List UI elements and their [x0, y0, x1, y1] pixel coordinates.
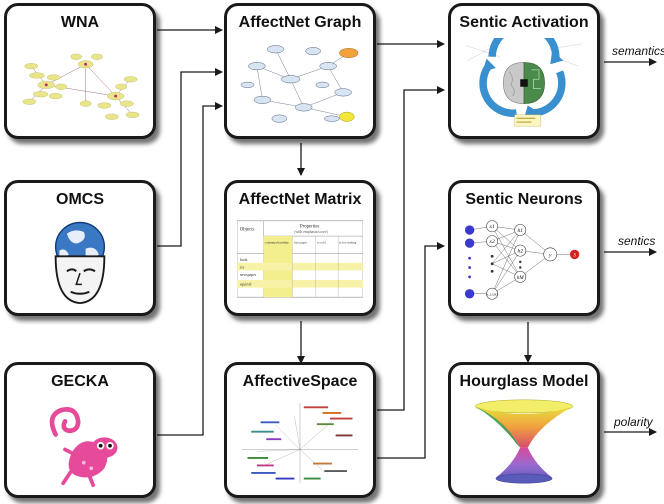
matrix-row-4: squirrel [240, 283, 252, 287]
affectnet-graph-box: AffectNet Graph [224, 3, 376, 139]
sentic-neurons-title: Sentic Neurons [465, 191, 583, 208]
affectnet-graph-title: AffectNet Graph [238, 14, 362, 31]
sentics-output-label: sentics [618, 234, 656, 248]
affective-space-scatter [237, 397, 363, 487]
omcs-logo [17, 215, 143, 305]
matrix-row-1: book [240, 258, 248, 262]
neuron-label-x1: x1 [488, 224, 494, 230]
matrix-col-3: is cold [317, 241, 326, 245]
omcs-title: OMCS [56, 191, 104, 208]
sentic-activation-title: Sentic Activation [459, 14, 589, 31]
neuron-label-h1: h1 [517, 228, 523, 234]
affectnet-matrix-table: Objects Properties (with emphasis/score)… [237, 219, 363, 299]
neuron-label-h2: h2 [517, 249, 523, 255]
gecka-box: GECKA [4, 362, 156, 498]
affectnet-matrix-title: AffectNet Matrix [238, 191, 362, 208]
sentic-activation-image [461, 38, 587, 128]
neuron-label-result: S [573, 253, 576, 258]
affectnet-matrix-box: AffectNet Matrix Objects Properties (wit… [224, 180, 376, 316]
hourglass-model-title: Hourglass Model [459, 373, 589, 390]
arrow-gecka-to-graph [157, 102, 223, 436]
wna-title: WNA [60, 14, 100, 31]
hourglass-model-image [461, 397, 587, 487]
arrow-omcs-to-graph [157, 68, 223, 247]
omcs-box: OMCS [4, 180, 156, 316]
neuron-label-bias: x_{128} [486, 293, 499, 297]
neuron-label-x2: x2 [488, 239, 494, 245]
sentic-activation-box: Sentic Activation [448, 3, 600, 139]
matrix-header-properties: Properties [300, 225, 319, 230]
wna-network-image [17, 38, 143, 128]
semantics-output-label: semantics [612, 44, 664, 58]
matrix-subheader: (with emphasis/score) [294, 230, 328, 234]
gecka-logo [17, 397, 143, 487]
matrix-row-3: newspaper [240, 273, 257, 277]
matrix-col-2: has pages [294, 241, 307, 245]
matrix-row-2: ice [240, 266, 245, 270]
polarity-output-label: polarity [614, 415, 653, 429]
gecka-title: GECKA [51, 373, 109, 390]
wna-box: WNA [4, 3, 156, 139]
neuron-label-y: y [548, 252, 552, 258]
hourglass-model-box: Hourglass Model [448, 362, 600, 498]
matrix-col-1: contempt/hardship [265, 241, 289, 245]
affectnet-graph-image [237, 38, 363, 128]
affective-space-box: AffectiveSpace [224, 362, 376, 498]
sentic-neurons-box: Sentic Neurons [448, 180, 600, 316]
matrix-header-objects: Objects [240, 227, 255, 232]
affective-space-title: AffectiveSpace [242, 373, 358, 390]
neuron-label-hM: hM [517, 275, 525, 281]
sentic-neurons-diagram: x1 x2 x_{128} h1 h2 hM y S [461, 215, 587, 305]
matrix-col-4: is for reading [339, 241, 357, 245]
arrow-space-to-neurons [377, 242, 445, 459]
arrow-space-to-activation [377, 86, 445, 411]
